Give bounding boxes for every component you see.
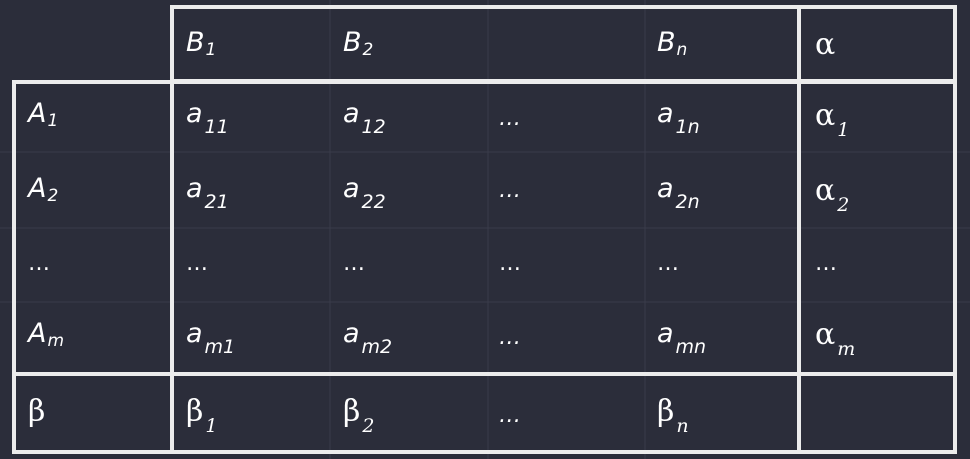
cell-ellipsis-c1: … bbox=[186, 251, 208, 276]
cell-ellipsis-alpha: … bbox=[815, 251, 837, 276]
row-label-ellipsis: … bbox=[28, 251, 50, 276]
cell-row1-ellipsis: … bbox=[499, 106, 521, 131]
footer-ellipsis: … bbox=[499, 403, 521, 428]
alpha-column-divider bbox=[797, 5, 801, 454]
header-b1: B1 bbox=[186, 27, 217, 60]
footer-beta-label: β bbox=[28, 394, 46, 429]
header-b2: B2 bbox=[343, 27, 374, 60]
row-label-am: Am bbox=[28, 318, 65, 351]
cell-ellipsis-cn: … bbox=[657, 251, 679, 276]
cell-ellipsis-c3: … bbox=[499, 251, 521, 276]
header-bn: Bn bbox=[657, 27, 688, 60]
header-alpha: α bbox=[815, 27, 836, 62]
cell-row2-ellipsis: … bbox=[499, 178, 521, 203]
cell-row4-ellipsis: … bbox=[499, 325, 521, 350]
row-label-a2: A2 bbox=[28, 173, 59, 206]
cell-ellipsis-c2: … bbox=[343, 251, 365, 276]
body-frame bbox=[12, 80, 957, 454]
row-label-a1: A1 bbox=[28, 98, 59, 131]
header-frame bbox=[170, 5, 957, 83]
row-header-divider bbox=[170, 80, 174, 454]
footer-divider bbox=[12, 372, 957, 376]
